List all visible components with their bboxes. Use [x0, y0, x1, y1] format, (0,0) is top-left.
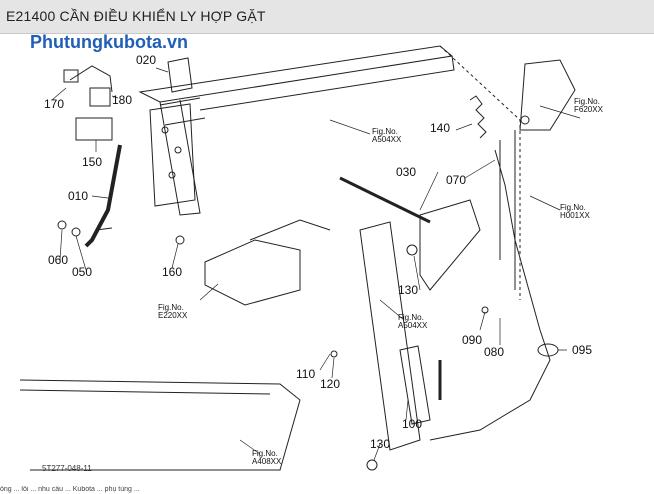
part-label-070: 070: [446, 173, 466, 187]
fig-ref-a408-line1: Fig.No.: [252, 449, 278, 458]
diagram-code: 5T277-048-11: [42, 464, 92, 473]
bracket-100: [399, 345, 431, 425]
fig-ref-h001-line2: H001XX: [560, 211, 590, 220]
part-label-130-lower: 130: [370, 437, 390, 451]
bracket-f620: [519, 59, 576, 131]
fig-ref-a504-mid-line2: A504XX: [398, 321, 428, 330]
part-label-060: 060: [48, 253, 68, 267]
switch-150: [75, 117, 113, 141]
part-label-140: 140: [430, 121, 450, 135]
part-label-110: 110: [296, 367, 315, 381]
nut-060: [57, 220, 67, 230]
part-label-030: 030: [396, 165, 416, 179]
part-label-120: 120: [320, 377, 340, 391]
part-label-180: 180: [112, 93, 132, 107]
link-plate: [359, 221, 421, 451]
bracket-e220: [204, 239, 301, 306]
part-label-050: 050: [72, 265, 92, 279]
arm-030: [419, 199, 481, 291]
washer-050: [71, 227, 81, 237]
fig-ref-a504-mid-line1: Fig.No.: [398, 313, 424, 322]
fig-ref-a504-top-line2: A504XX: [372, 135, 402, 144]
cable-070: [429, 149, 551, 441]
bolt-130-lower: [366, 459, 378, 471]
parts-diagram: 020 170 180 150 010 060 050 160 030 140 …: [19, 45, 604, 471]
shaft-030: [339, 176, 431, 224]
page-title: E21400 CẦN ĐIỀU KHIỂN LY HỢP GẶT: [6, 8, 266, 24]
part-label-170: 170: [44, 97, 64, 111]
fig-ref-f620-line1: Fig.No.: [574, 97, 600, 106]
part-label-095: 095: [572, 343, 592, 357]
frame-rail-right: [439, 45, 521, 300]
frame-beam-bottom: [199, 55, 455, 111]
lever-010: [84, 144, 122, 248]
frame-bracket: [159, 99, 201, 216]
spring-140: [469, 95, 487, 139]
lower-frame: [19, 379, 301, 471]
switch-170: [89, 87, 111, 107]
page-header: E21400 CẦN ĐIỀU KHIỂN LY HỢP GẶT: [0, 0, 654, 34]
fig-ref-a408-line2: A408XX: [252, 457, 282, 466]
knob-020: [167, 57, 193, 93]
fig-ref-h001-line1: Fig.No.: [560, 203, 586, 212]
bolt-130-upper: [406, 244, 418, 256]
fig-ref-e220-line2: E220XX: [158, 311, 188, 320]
part-label-020: 020: [136, 53, 156, 67]
part-label-010: 010: [68, 189, 88, 203]
bolt-160: [175, 235, 185, 245]
part-label-090: 090: [462, 333, 482, 347]
part-label-100: 100: [402, 417, 422, 431]
part-label-150: 150: [82, 155, 102, 169]
frame-beam-top: [138, 45, 454, 103]
part-label-160: 160: [162, 265, 182, 279]
part-label-130: 130: [398, 283, 418, 297]
fig-ref-e220-line1: Fig.No.: [158, 303, 184, 312]
part-label-080: 080: [484, 345, 504, 359]
fig-ref-f620-line2: F620XX: [574, 105, 604, 114]
washer-120: [330, 350, 338, 358]
fig-ref-a504-top-line1: Fig.No.: [372, 127, 398, 136]
watermark-logo: Phutungkubota.vn: [30, 32, 188, 52]
mount-plate: [149, 103, 196, 207]
footer-text: ồng ... lỗi ... nhu cầu ... Kubota ... p…: [0, 486, 140, 493]
